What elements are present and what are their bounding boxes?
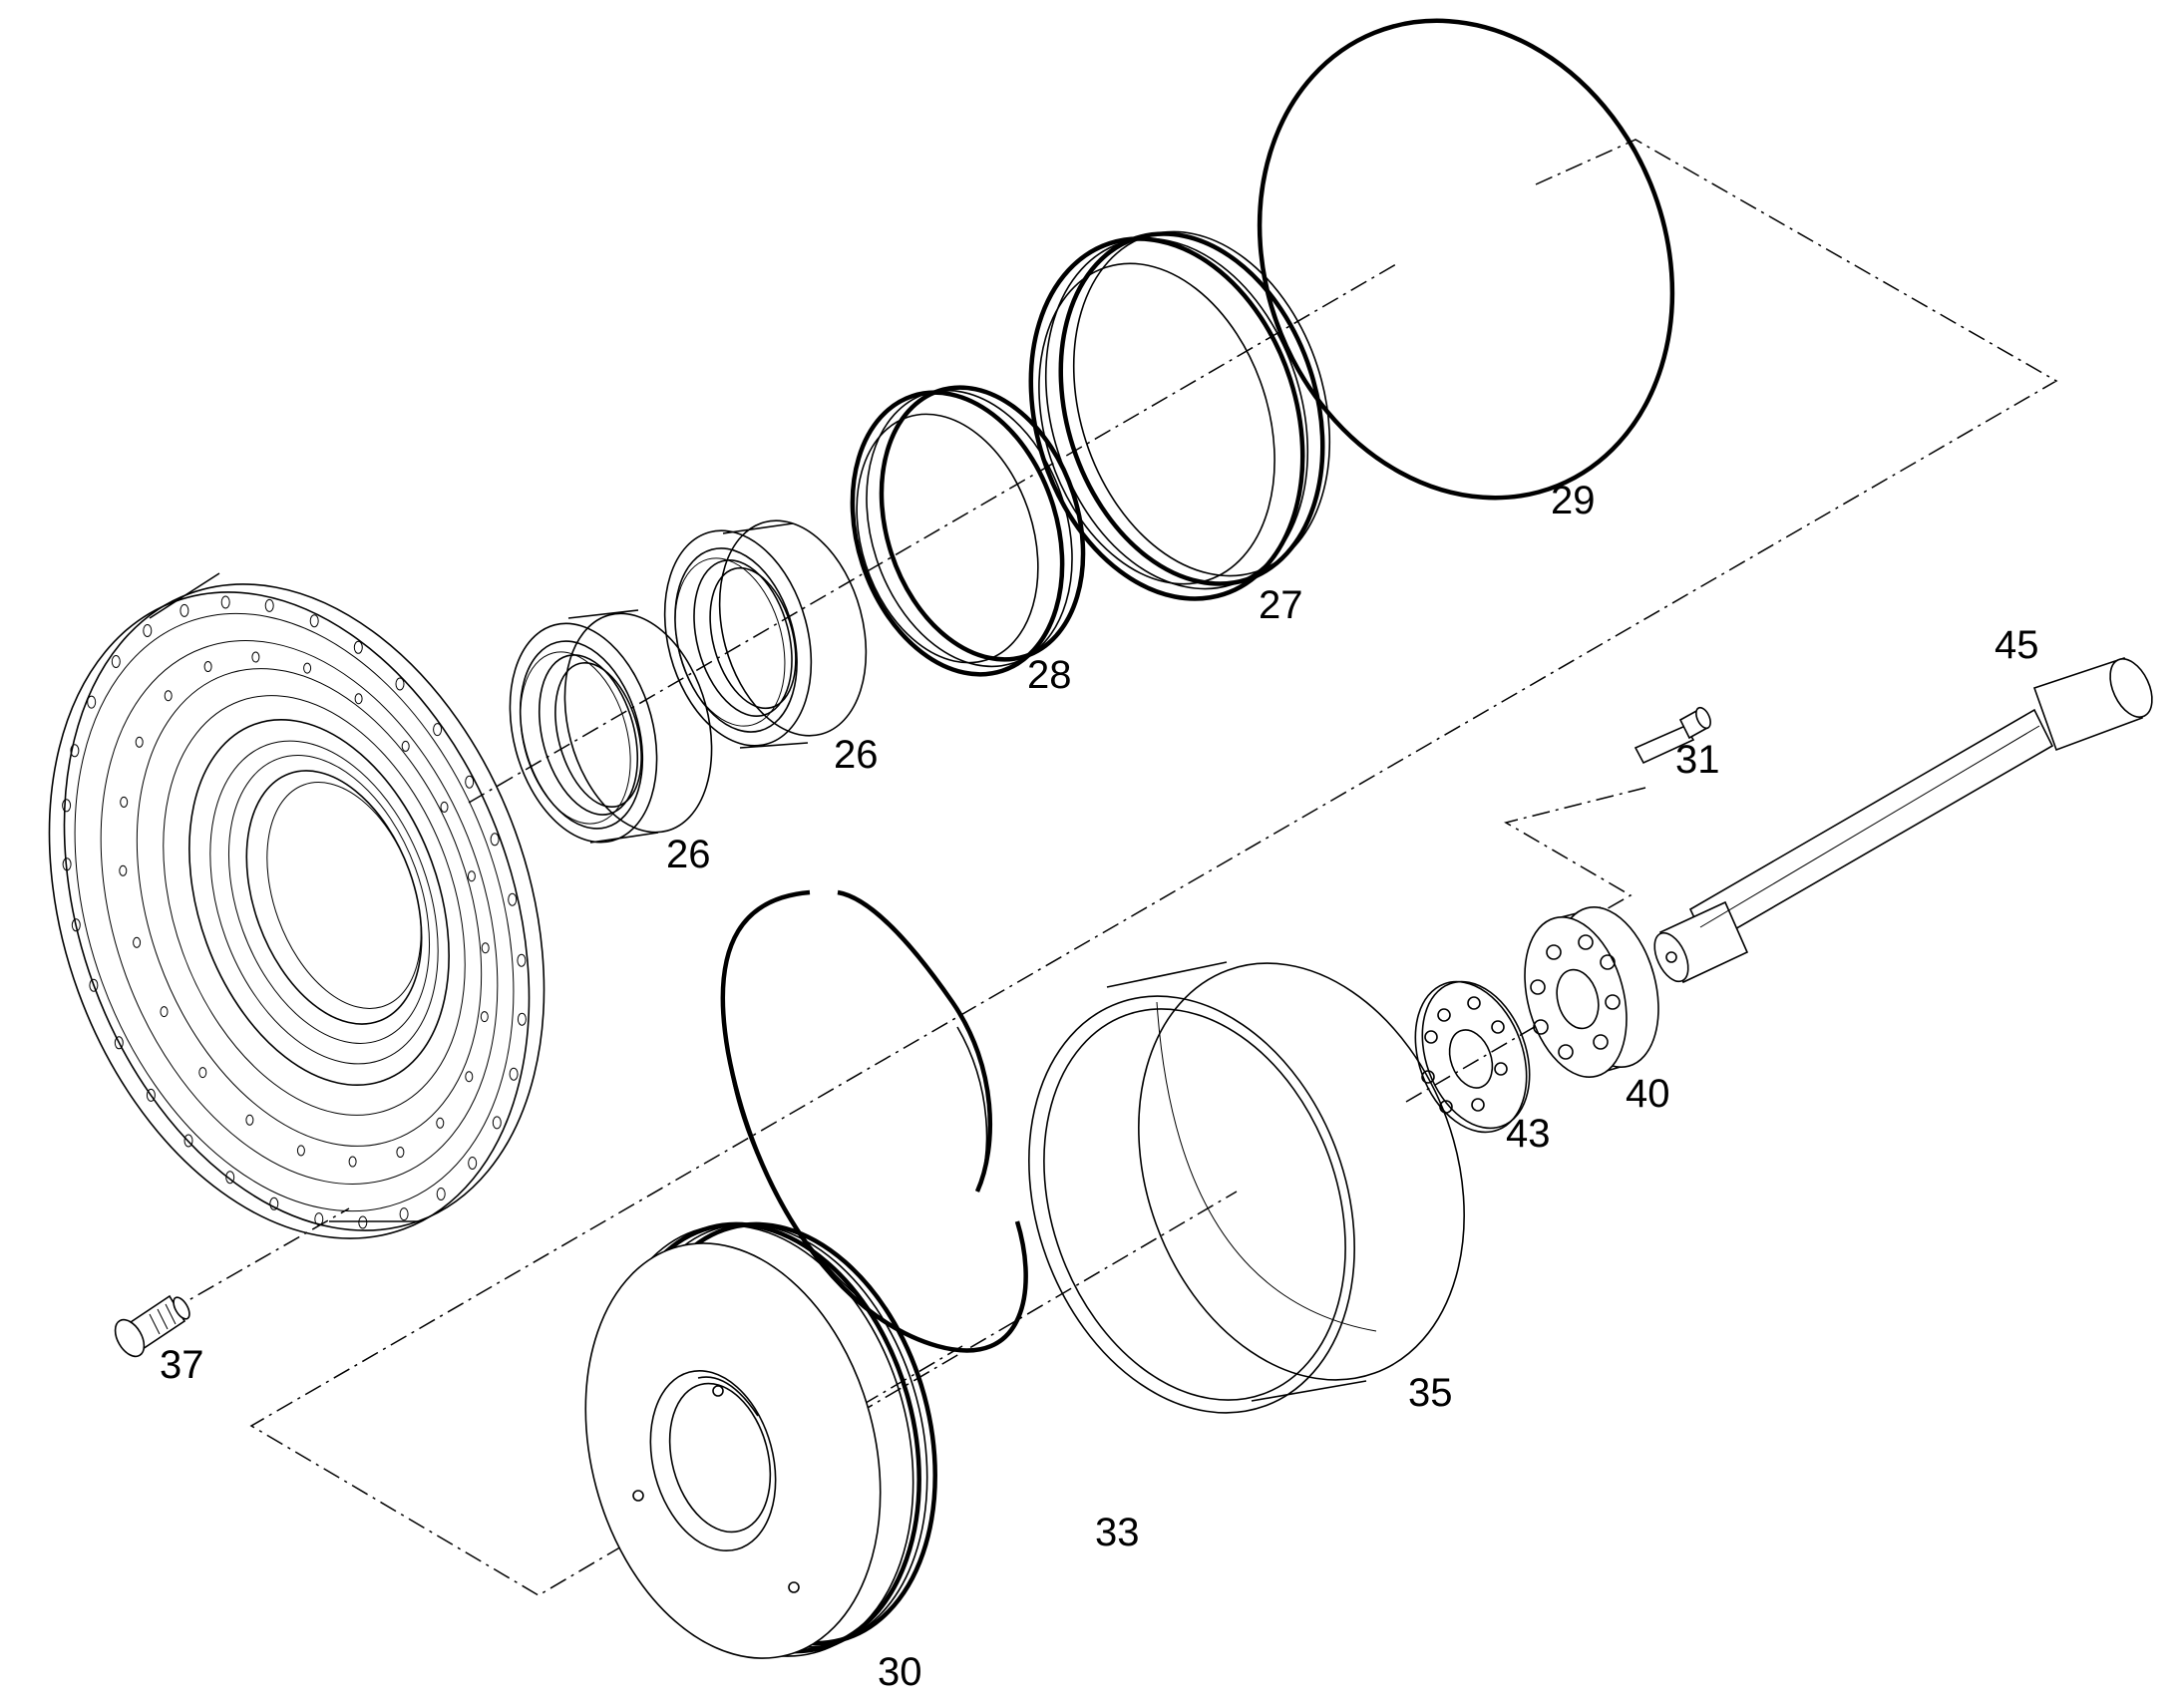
bolt-hole	[180, 603, 189, 617]
bolt-hole	[114, 1036, 124, 1050]
label-part-43: 43	[1506, 1112, 1551, 1156]
bolt-hole	[146, 1088, 156, 1102]
seal-ring-28	[850, 385, 1086, 677]
bearing-26-upper	[663, 519, 868, 749]
washer-43	[1414, 980, 1531, 1134]
bolt-hole	[399, 1207, 409, 1221]
inner-bolt-hole	[436, 1117, 445, 1129]
inner-bolt-hole	[245, 1114, 254, 1126]
inner-bolt-hole	[467, 870, 476, 882]
inner-bolt-hole	[198, 1067, 207, 1079]
bolt-hole	[353, 640, 363, 654]
inner-bolt-hole	[120, 796, 129, 808]
bolt-hole	[433, 723, 443, 737]
bolt-hole	[509, 1067, 519, 1081]
hub-disc-40	[1524, 906, 1659, 1078]
bolt-hole	[264, 598, 274, 612]
inner-bolt-hole	[354, 693, 363, 705]
inner-bolt-hole	[440, 801, 449, 813]
bolt-hole	[508, 892, 518, 906]
bolt-hole	[468, 1157, 478, 1170]
inner-bolt-hole	[480, 1011, 489, 1023]
inner-bolt-hole	[303, 662, 312, 674]
bolt-hole	[358, 1215, 368, 1229]
bolt-hole	[71, 918, 81, 932]
inner-bolt-hole	[203, 661, 212, 672]
screw-31-leader	[1504, 787, 1646, 916]
bolt-hole	[143, 624, 153, 637]
inner-bolt-hole	[401, 740, 410, 752]
screw-37-axis	[169, 1207, 350, 1312]
bolt-hole	[62, 857, 72, 871]
label-part-35: 35	[1408, 1371, 1453, 1415]
label-part-27: 27	[1259, 583, 1303, 627]
bolt-hole	[492, 1116, 502, 1130]
label-part-40: 40	[1626, 1072, 1670, 1116]
bolt-hole	[87, 695, 97, 709]
bolt-hole	[490, 833, 500, 847]
inner-bolt-hole	[135, 736, 144, 748]
bolt-hole	[517, 953, 527, 967]
bolt-hole	[220, 595, 230, 609]
o-ring-29	[1257, 18, 1675, 501]
seal-ring-27	[1028, 230, 1331, 601]
housing-bolt-holes	[62, 595, 527, 1229]
bolt-hole	[225, 1171, 235, 1185]
inner-bolt-hole	[251, 651, 260, 663]
bolt-hole	[111, 655, 121, 668]
bearing-26-lower	[509, 609, 713, 844]
inner-bolt-hole	[160, 1006, 169, 1018]
shaft-45	[1653, 656, 2153, 984]
inner-bolt-hole	[133, 936, 142, 948]
bolt-hole	[314, 1212, 324, 1226]
label-part-28: 28	[1027, 653, 1072, 697]
bolt-hole	[465, 775, 475, 789]
label-part-29: 29	[1551, 479, 1596, 522]
bolt-hole	[183, 1134, 193, 1148]
bolt-hole	[62, 799, 72, 813]
screw-31	[1634, 706, 1711, 765]
snap-ring-33	[720, 889, 1028, 1353]
inner-bolt-hole	[348, 1156, 357, 1168]
bolt-hole	[517, 1012, 527, 1026]
piston-cover-30	[584, 1221, 937, 1659]
label-part-30: 30	[878, 1650, 922, 1694]
inner-bolt-hole	[481, 942, 490, 954]
bolt-hole	[436, 1188, 446, 1200]
drum-35	[1028, 961, 1465, 1414]
bolt-hole	[70, 744, 80, 758]
bolt-hole	[89, 978, 99, 992]
inner-bolt-hole	[119, 864, 128, 876]
label-part-31: 31	[1675, 738, 1720, 782]
bolt-37	[114, 1294, 190, 1358]
bolt-hole	[309, 614, 319, 628]
label-part-26-upper: 26	[834, 733, 879, 777]
label-part-33: 33	[1095, 1511, 1140, 1554]
bolt-hole	[269, 1196, 279, 1210]
bolt-hole	[395, 677, 405, 691]
part-labels: 29 27 28 26 26 45 31 40 43 35 37 33 30	[160, 479, 2039, 1694]
label-part-37: 37	[160, 1343, 204, 1387]
inner-bolt-hole	[164, 690, 173, 702]
inner-bolt-hole	[396, 1147, 405, 1158]
inner-bolt-hole	[465, 1071, 474, 1083]
flanged-housing	[48, 572, 545, 1239]
inner-bolt-hole	[296, 1145, 305, 1157]
label-part-26-lower: 26	[666, 833, 711, 876]
outer-assembly-frame	[249, 139, 2058, 1596]
label-part-45: 45	[1995, 623, 2039, 667]
upper-axis-line	[468, 263, 1397, 804]
